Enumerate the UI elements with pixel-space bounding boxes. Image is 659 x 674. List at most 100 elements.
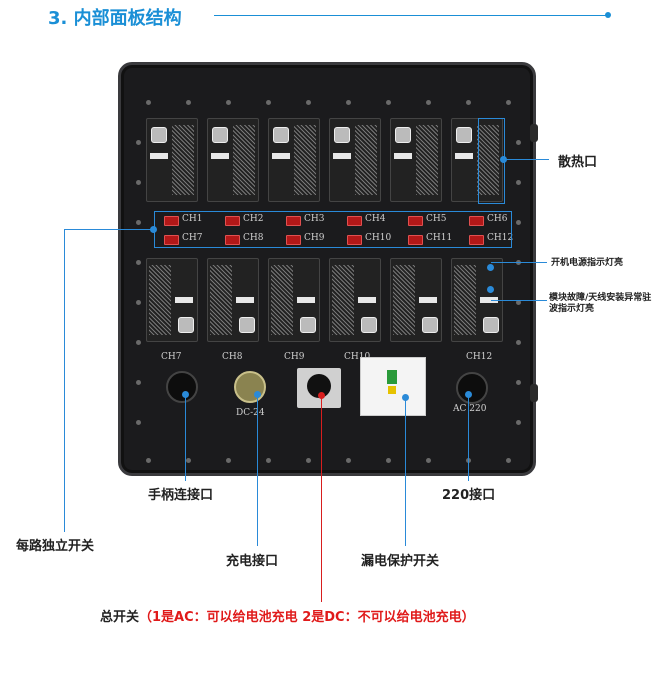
callout-power-indicator: 开机电源指示灯亮 xyxy=(551,258,624,268)
ac-label: AC 220 xyxy=(453,404,487,414)
main-switch-note: （1是AC：可以给电池充电 2是DC：不可以给电池充电） xyxy=(139,610,475,625)
panel-screw xyxy=(136,420,141,425)
antenna-connector[interactable] xyxy=(334,127,350,143)
module-top-5 xyxy=(390,118,442,202)
panel-screw xyxy=(136,380,141,385)
channel-label-ch7: CH7 xyxy=(182,233,203,243)
channel-switch-ch8[interactable] xyxy=(225,235,240,245)
channel-switch-ch5[interactable] xyxy=(408,216,423,226)
main-switch-label: 总开关 xyxy=(100,610,140,625)
panel-screw xyxy=(136,300,141,305)
panel-screw xyxy=(306,458,311,463)
module-top-1 xyxy=(146,118,198,202)
module-vent xyxy=(149,265,171,335)
antenna-connector[interactable] xyxy=(273,127,289,143)
module-sticker xyxy=(211,153,229,159)
bottom-label-ch12: CH12 xyxy=(466,352,493,362)
channel-switch-ch10[interactable] xyxy=(347,235,362,245)
module-sticker xyxy=(480,297,498,303)
title-divider xyxy=(214,15,610,16)
antenna-connector[interactable] xyxy=(212,127,228,143)
ac-port-leader xyxy=(468,395,469,481)
channel-switch-ch4[interactable] xyxy=(347,216,362,226)
side-handle-bottom xyxy=(530,384,538,402)
panel-screw xyxy=(136,340,141,345)
antenna-connector[interactable] xyxy=(483,317,499,333)
leakage-switch-dot xyxy=(402,394,409,401)
module-sticker xyxy=(175,297,193,303)
antenna-connector[interactable] xyxy=(300,317,316,333)
panel-screw xyxy=(346,100,351,105)
channel-switch-ch6[interactable] xyxy=(469,216,484,226)
handle-port-dot xyxy=(182,391,189,398)
channel-switch-leader-h xyxy=(64,229,154,230)
module-sticker xyxy=(455,153,473,159)
antenna-connector[interactable] xyxy=(395,127,411,143)
channel-switch-ch2[interactable] xyxy=(225,216,240,226)
panel-screw xyxy=(146,100,151,105)
leakage-breaker-toggle[interactable] xyxy=(387,370,397,384)
panel-screw xyxy=(506,458,511,463)
module-top-2 xyxy=(207,118,259,202)
panel-screw xyxy=(506,100,511,105)
module-bottom-8 xyxy=(207,258,259,342)
module-sticker xyxy=(358,297,376,303)
antenna-connector[interactable] xyxy=(422,317,438,333)
handle-port-connector[interactable] xyxy=(166,371,198,403)
module-sticker xyxy=(419,297,437,303)
heat-vent-leader xyxy=(503,159,549,160)
channel-label-ch10: CH10 xyxy=(365,233,392,243)
panel-screw xyxy=(516,380,521,385)
channel-switch-ch12[interactable] xyxy=(469,235,484,245)
callout-handle-port: 手柄连接口 xyxy=(148,488,214,503)
main-switch-leader xyxy=(321,396,322,602)
antenna-connector[interactable] xyxy=(456,127,472,143)
module-vent xyxy=(355,125,377,195)
main-switch-dot xyxy=(318,392,325,399)
channel-label-ch9: CH9 xyxy=(304,233,325,243)
channel-switch-ch1[interactable] xyxy=(164,216,179,226)
antenna-connector[interactable] xyxy=(151,127,167,143)
channel-switch-ch11[interactable] xyxy=(408,235,423,245)
panel-screw xyxy=(226,458,231,463)
panel-screw xyxy=(426,458,431,463)
panel-screw xyxy=(146,458,151,463)
dc-label: DC-24 xyxy=(236,408,265,418)
title-divider-dot xyxy=(605,12,611,18)
panel-screw xyxy=(136,140,141,145)
callout-charge-port: 充电接口 xyxy=(226,554,279,569)
panel-screw xyxy=(306,100,311,105)
panel-screw xyxy=(186,100,191,105)
charge-port-leader xyxy=(257,395,258,546)
switch-row-highlight xyxy=(154,211,512,248)
leakage-test-button[interactable] xyxy=(388,386,396,394)
handle-port-leader xyxy=(185,395,186,481)
channel-label-ch5: CH5 xyxy=(426,214,447,224)
channel-switch-ch7[interactable] xyxy=(164,235,179,245)
callout-channel-switch: 每路独立开关 xyxy=(16,539,95,554)
antenna-connector[interactable] xyxy=(361,317,377,333)
module-sticker xyxy=(333,153,351,159)
module-vent xyxy=(210,265,232,335)
panel-screw xyxy=(136,260,141,265)
module-vent xyxy=(172,125,194,195)
panel-screw xyxy=(516,180,521,185)
charge-port-connector[interactable] xyxy=(234,371,266,403)
ac-port-connector[interactable] xyxy=(456,372,488,404)
module-vent xyxy=(271,265,293,335)
power-indicator-leader xyxy=(491,262,547,263)
side-handle-top xyxy=(530,124,538,142)
module-vent xyxy=(294,125,316,195)
panel-screw xyxy=(516,220,521,225)
module-sticker xyxy=(394,153,412,159)
channel-label-ch6: CH6 xyxy=(487,214,508,224)
antenna-connector[interactable] xyxy=(239,317,255,333)
bottom-label-ch9: CH9 xyxy=(284,352,305,362)
channel-switch-ch3[interactable] xyxy=(286,216,301,226)
antenna-connector[interactable] xyxy=(178,317,194,333)
bottom-label-ch7: CH7 xyxy=(161,352,182,362)
callout-main-switch: 总开关（1是AC：可以给电池充电 2是DC：不可以给电池充电） xyxy=(100,606,475,625)
channel-switch-ch9[interactable] xyxy=(286,235,301,245)
module-sticker xyxy=(236,297,254,303)
module-top-4 xyxy=(329,118,381,202)
